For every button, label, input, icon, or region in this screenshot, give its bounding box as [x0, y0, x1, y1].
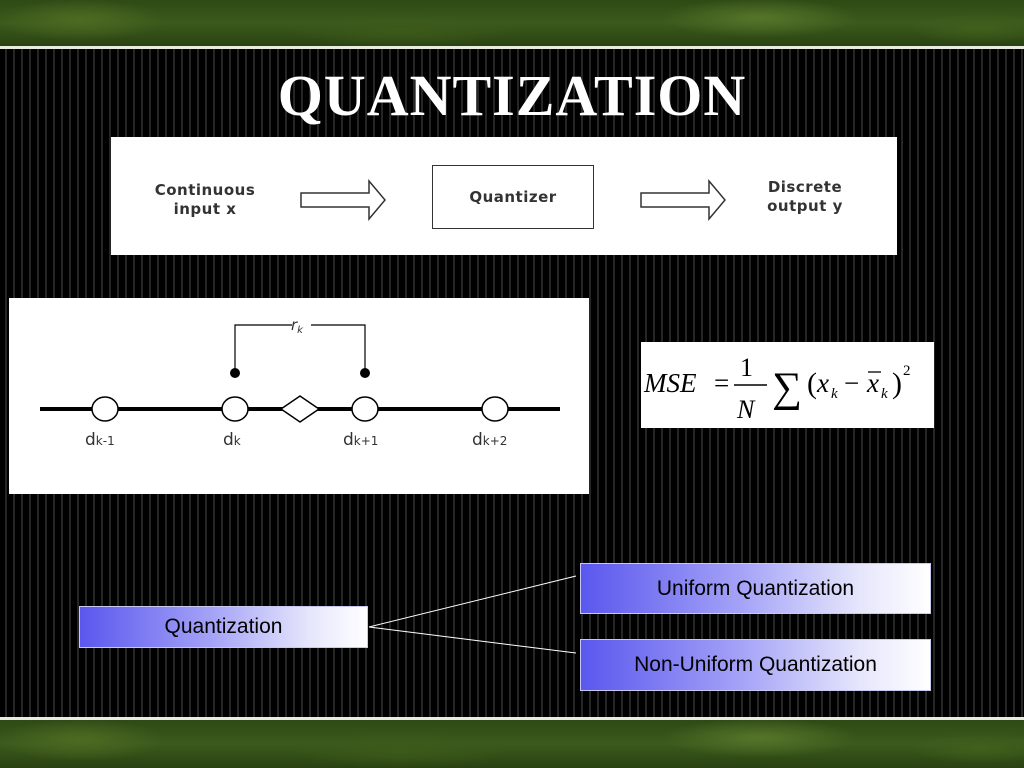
flow-diagram: Continuous input x Quantizer Discrete ou… [111, 137, 897, 255]
interval-bracket-right [311, 324, 366, 373]
interval-label: rk [291, 316, 304, 336]
top-rule [0, 46, 1024, 49]
endpoint-dot-right [360, 368, 370, 378]
level-marker-dk+1 [351, 396, 379, 422]
formula-x2: x [866, 368, 879, 398]
level-marker-dk [221, 396, 249, 422]
flow-input-line2: input x [173, 200, 237, 218]
mse-formula: MSE = 1 N ∑ ( x k − x k ) 2 [641, 342, 934, 428]
bottom-band [0, 720, 1024, 768]
endpoint-dot-left [230, 368, 240, 378]
formula-numerator: 1 [740, 353, 753, 382]
top-band [0, 0, 1024, 46]
formula-lhs: MSE [643, 368, 697, 398]
slide-title: QUANTIZATION [277, 63, 747, 128]
flow-arrow-out-icon [640, 179, 726, 221]
formula-denominator: N [736, 395, 756, 424]
level-marker-dk-1 [91, 396, 119, 422]
formula-sub2: k [881, 386, 888, 402]
bottom-rule [0, 717, 1024, 720]
level-label-dk+1: dk+1 [343, 430, 378, 450]
quantizer-label: Quantizer [469, 187, 557, 206]
flow-output-line2: output y [767, 197, 843, 215]
number-line-svg: rk dk-1 dk dk+1 dk+2 [40, 316, 560, 450]
interval-bracket-left [234, 324, 292, 373]
level-label-dk: dk [223, 430, 241, 450]
flow-output-line1: Discrete [767, 178, 843, 196]
formula-paren-close: ) [892, 367, 902, 400]
formula-minus: − [844, 368, 859, 398]
flow-arrow-in-icon [300, 179, 386, 221]
uniform-quantization-label: Uniform Quantization [580, 563, 931, 614]
flow-input-label: Continuous input x [137, 181, 273, 219]
level-label-dk-1: dk-1 [85, 430, 115, 450]
formula-x1: x [816, 368, 829, 398]
formula-svg: MSE = 1 N ∑ ( x k − x k ) 2 [643, 353, 911, 424]
reconstruction-diamond-icon [279, 395, 321, 423]
flow-input-line1: Continuous [154, 181, 256, 199]
formula-exponent: 2 [903, 363, 911, 379]
decision-level-diagram: rk dk-1 dk dk+1 dk+2 [9, 298, 589, 494]
formula-sum-icon: ∑ [772, 365, 802, 411]
level-label-dk+2: dk+2 [472, 430, 507, 450]
formula-equals: = [714, 368, 729, 398]
level-marker-dk+2 [481, 396, 509, 422]
quantization-root-label: Quantization [79, 606, 368, 648]
flow-output-label: Discrete output y [747, 178, 863, 216]
nonuniform-quantization-label: Non-Uniform Quantization [580, 639, 931, 691]
formula-sub1: k [831, 386, 838, 402]
quantizer-block: Quantizer [432, 165, 594, 229]
formula-paren-open: ( [807, 367, 817, 400]
